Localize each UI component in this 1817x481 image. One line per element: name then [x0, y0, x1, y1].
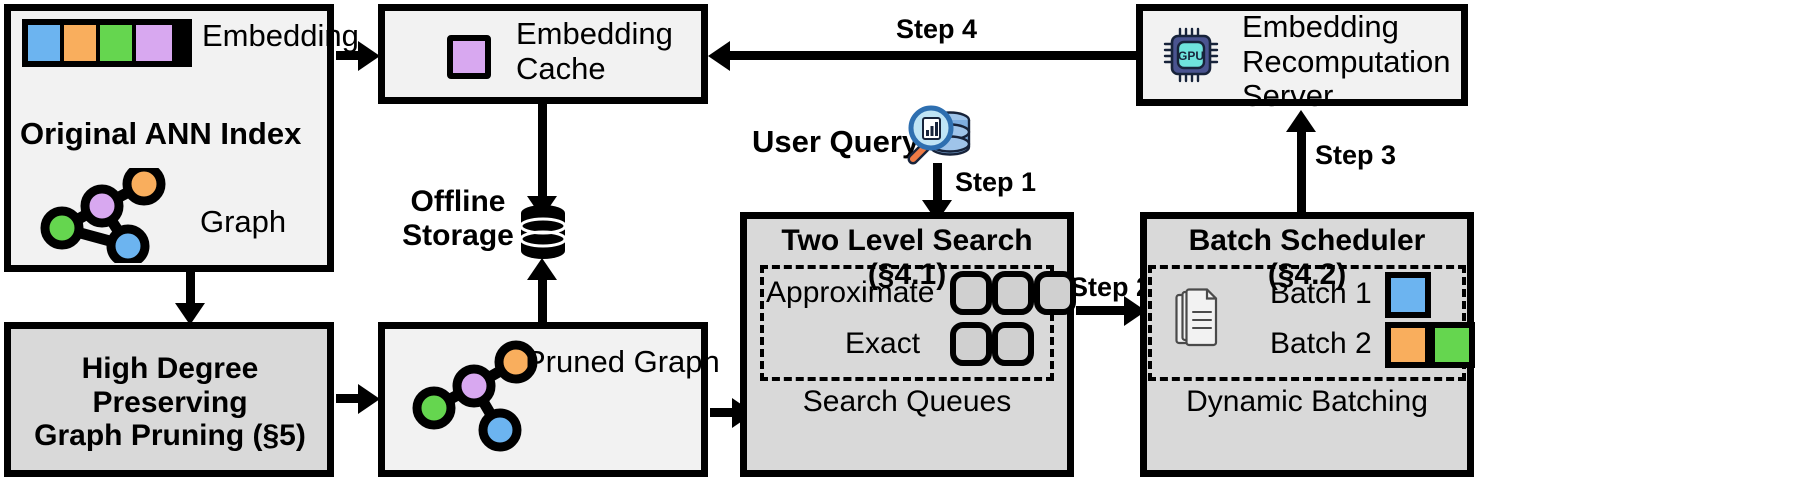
purple-square-icon — [447, 35, 491, 79]
batch-2-color-cell-orange — [1385, 322, 1431, 368]
magnifier-database-icon — [907, 105, 971, 165]
arrow-pruned-to-storage-line — [538, 268, 547, 326]
arrow-pruning-to-pruned-line — [336, 394, 368, 403]
arrow-step1-line — [933, 163, 942, 205]
batch-1-color-cell-blue — [1385, 272, 1431, 318]
batch-2-color-cell-green — [1429, 322, 1475, 368]
step4-label: Step 4 — [896, 14, 978, 44]
arrow-step4-head — [708, 41, 730, 71]
arrow-pruning-to-pruned-head — [358, 384, 380, 414]
batch-1-label: Batch 1 — [1270, 277, 1372, 310]
approximate-queue-cell — [1034, 271, 1076, 315]
search-queues-footer: Search Queues — [802, 385, 1012, 418]
graph-label: Graph — [200, 204, 287, 239]
database-cylinder-icon — [520, 205, 566, 259]
graph-pruning-box — [4, 322, 334, 477]
dynamic-batching-footer: Dynamic Batching — [1186, 385, 1428, 418]
exact-row-label: Exact — [845, 327, 921, 360]
arrow-index-to-pruning-head — [175, 303, 205, 325]
pruned-graph-label: Pruned Graph — [525, 344, 720, 379]
search-queues-panel — [760, 265, 1054, 381]
exact-queue-cell — [992, 322, 1034, 366]
batch-scheduler-title: Batch Scheduler (§4.2) — [1188, 224, 1426, 291]
approximate-row-label: Approximate — [766, 276, 935, 309]
exact-queue-cell — [950, 322, 992, 366]
arrow-step3-head — [1286, 110, 1316, 132]
recomputation-server-label: Embedding Recomputation Server — [1242, 9, 1451, 114]
embedding-swatch-green — [100, 25, 136, 61]
embedding-label: Embedding — [202, 18, 359, 53]
embedding-swatch-blue — [28, 25, 64, 61]
arrow-cache-to-storage-line — [538, 104, 547, 200]
arrow-index-to-cache-line — [336, 51, 368, 60]
batch-2-label: Batch 2 — [1270, 327, 1372, 360]
embedding-swatch-purple — [136, 25, 172, 61]
embedding-swatch-strip — [22, 19, 192, 67]
original-ann-index-title: Original ANN Index — [20, 116, 302, 151]
arrow-step4-line — [730, 51, 1136, 60]
gpu-chip-icon: GPU — [1163, 27, 1219, 83]
step2-label: Step 2 — [1070, 272, 1152, 302]
embedding-cache-label: Embedding Cache — [516, 16, 673, 86]
gpu-chip-icon-text: GPU — [1178, 49, 1204, 63]
step3-label: Step 3 — [1315, 140, 1397, 170]
documents-icon — [1175, 288, 1218, 347]
arrow-step3-line — [1297, 130, 1306, 212]
graph-pruning-label: High Degree Preserving Graph Pruning (§5… — [34, 352, 306, 453]
arrow-step2-line — [1076, 306, 1134, 315]
approximate-queue-cell — [950, 271, 992, 315]
step1-label: Step 1 — [955, 167, 1037, 197]
two-level-search-title: Two Level Search (§4.1) — [781, 224, 1033, 291]
offline-storage-label: Offline Storage — [402, 185, 514, 252]
approximate-queue-cell — [992, 271, 1034, 315]
arrow-pruned-to-search-line — [710, 408, 742, 417]
arrow-pruned-to-storage-head — [527, 258, 557, 280]
embedding-cache-box — [378, 4, 708, 104]
pruned-graph-icon — [412, 340, 538, 452]
original-graph-icon — [40, 168, 166, 263]
user-query-label: User Query — [752, 124, 920, 159]
arrow-index-to-cache-head — [358, 41, 380, 71]
embedding-swatch-orange — [64, 25, 100, 61]
arrow-index-to-pruning-line — [186, 272, 195, 307]
